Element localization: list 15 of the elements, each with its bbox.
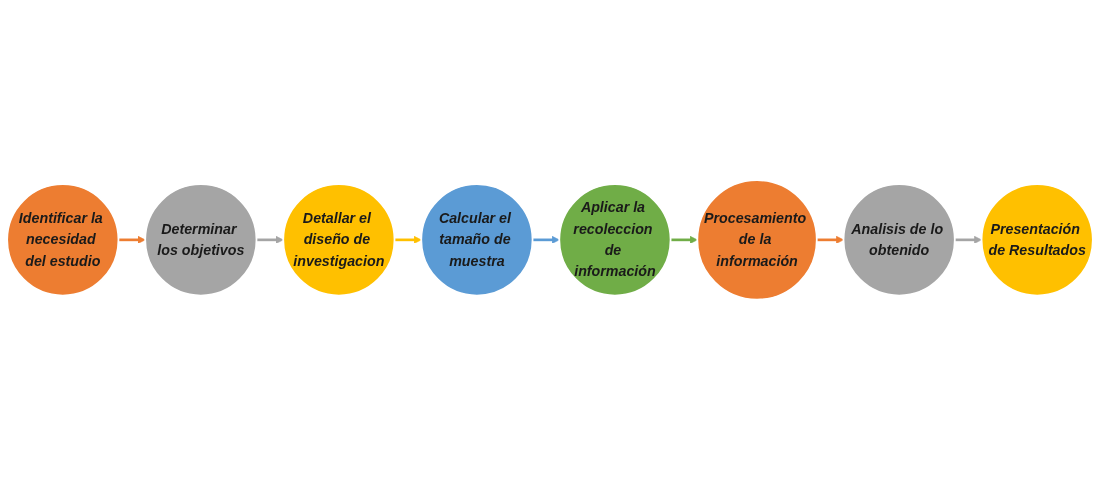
node-circle: Presentación de Resultados (980, 183, 1094, 297)
arrow (394, 236, 422, 244)
arrow (256, 236, 284, 244)
node-circle: Detallar el diseño de investigacion (282, 183, 396, 297)
arrow (954, 236, 982, 244)
node-circle: Calcular el tamaño de muestra (420, 183, 534, 297)
node-circle: Identificar la necesidad del estudio (6, 183, 120, 297)
node-circle: Analisis de lo obtenido (842, 183, 956, 297)
arrow (532, 236, 560, 244)
node-circle: Procesamiento de la información (696, 179, 818, 301)
node-circle: Determinar los objetivos (144, 183, 258, 297)
arrow (118, 236, 146, 244)
arrow (816, 236, 844, 244)
arrow (670, 236, 698, 244)
node-circle: Aplicar la recoleccion de información (558, 183, 672, 297)
